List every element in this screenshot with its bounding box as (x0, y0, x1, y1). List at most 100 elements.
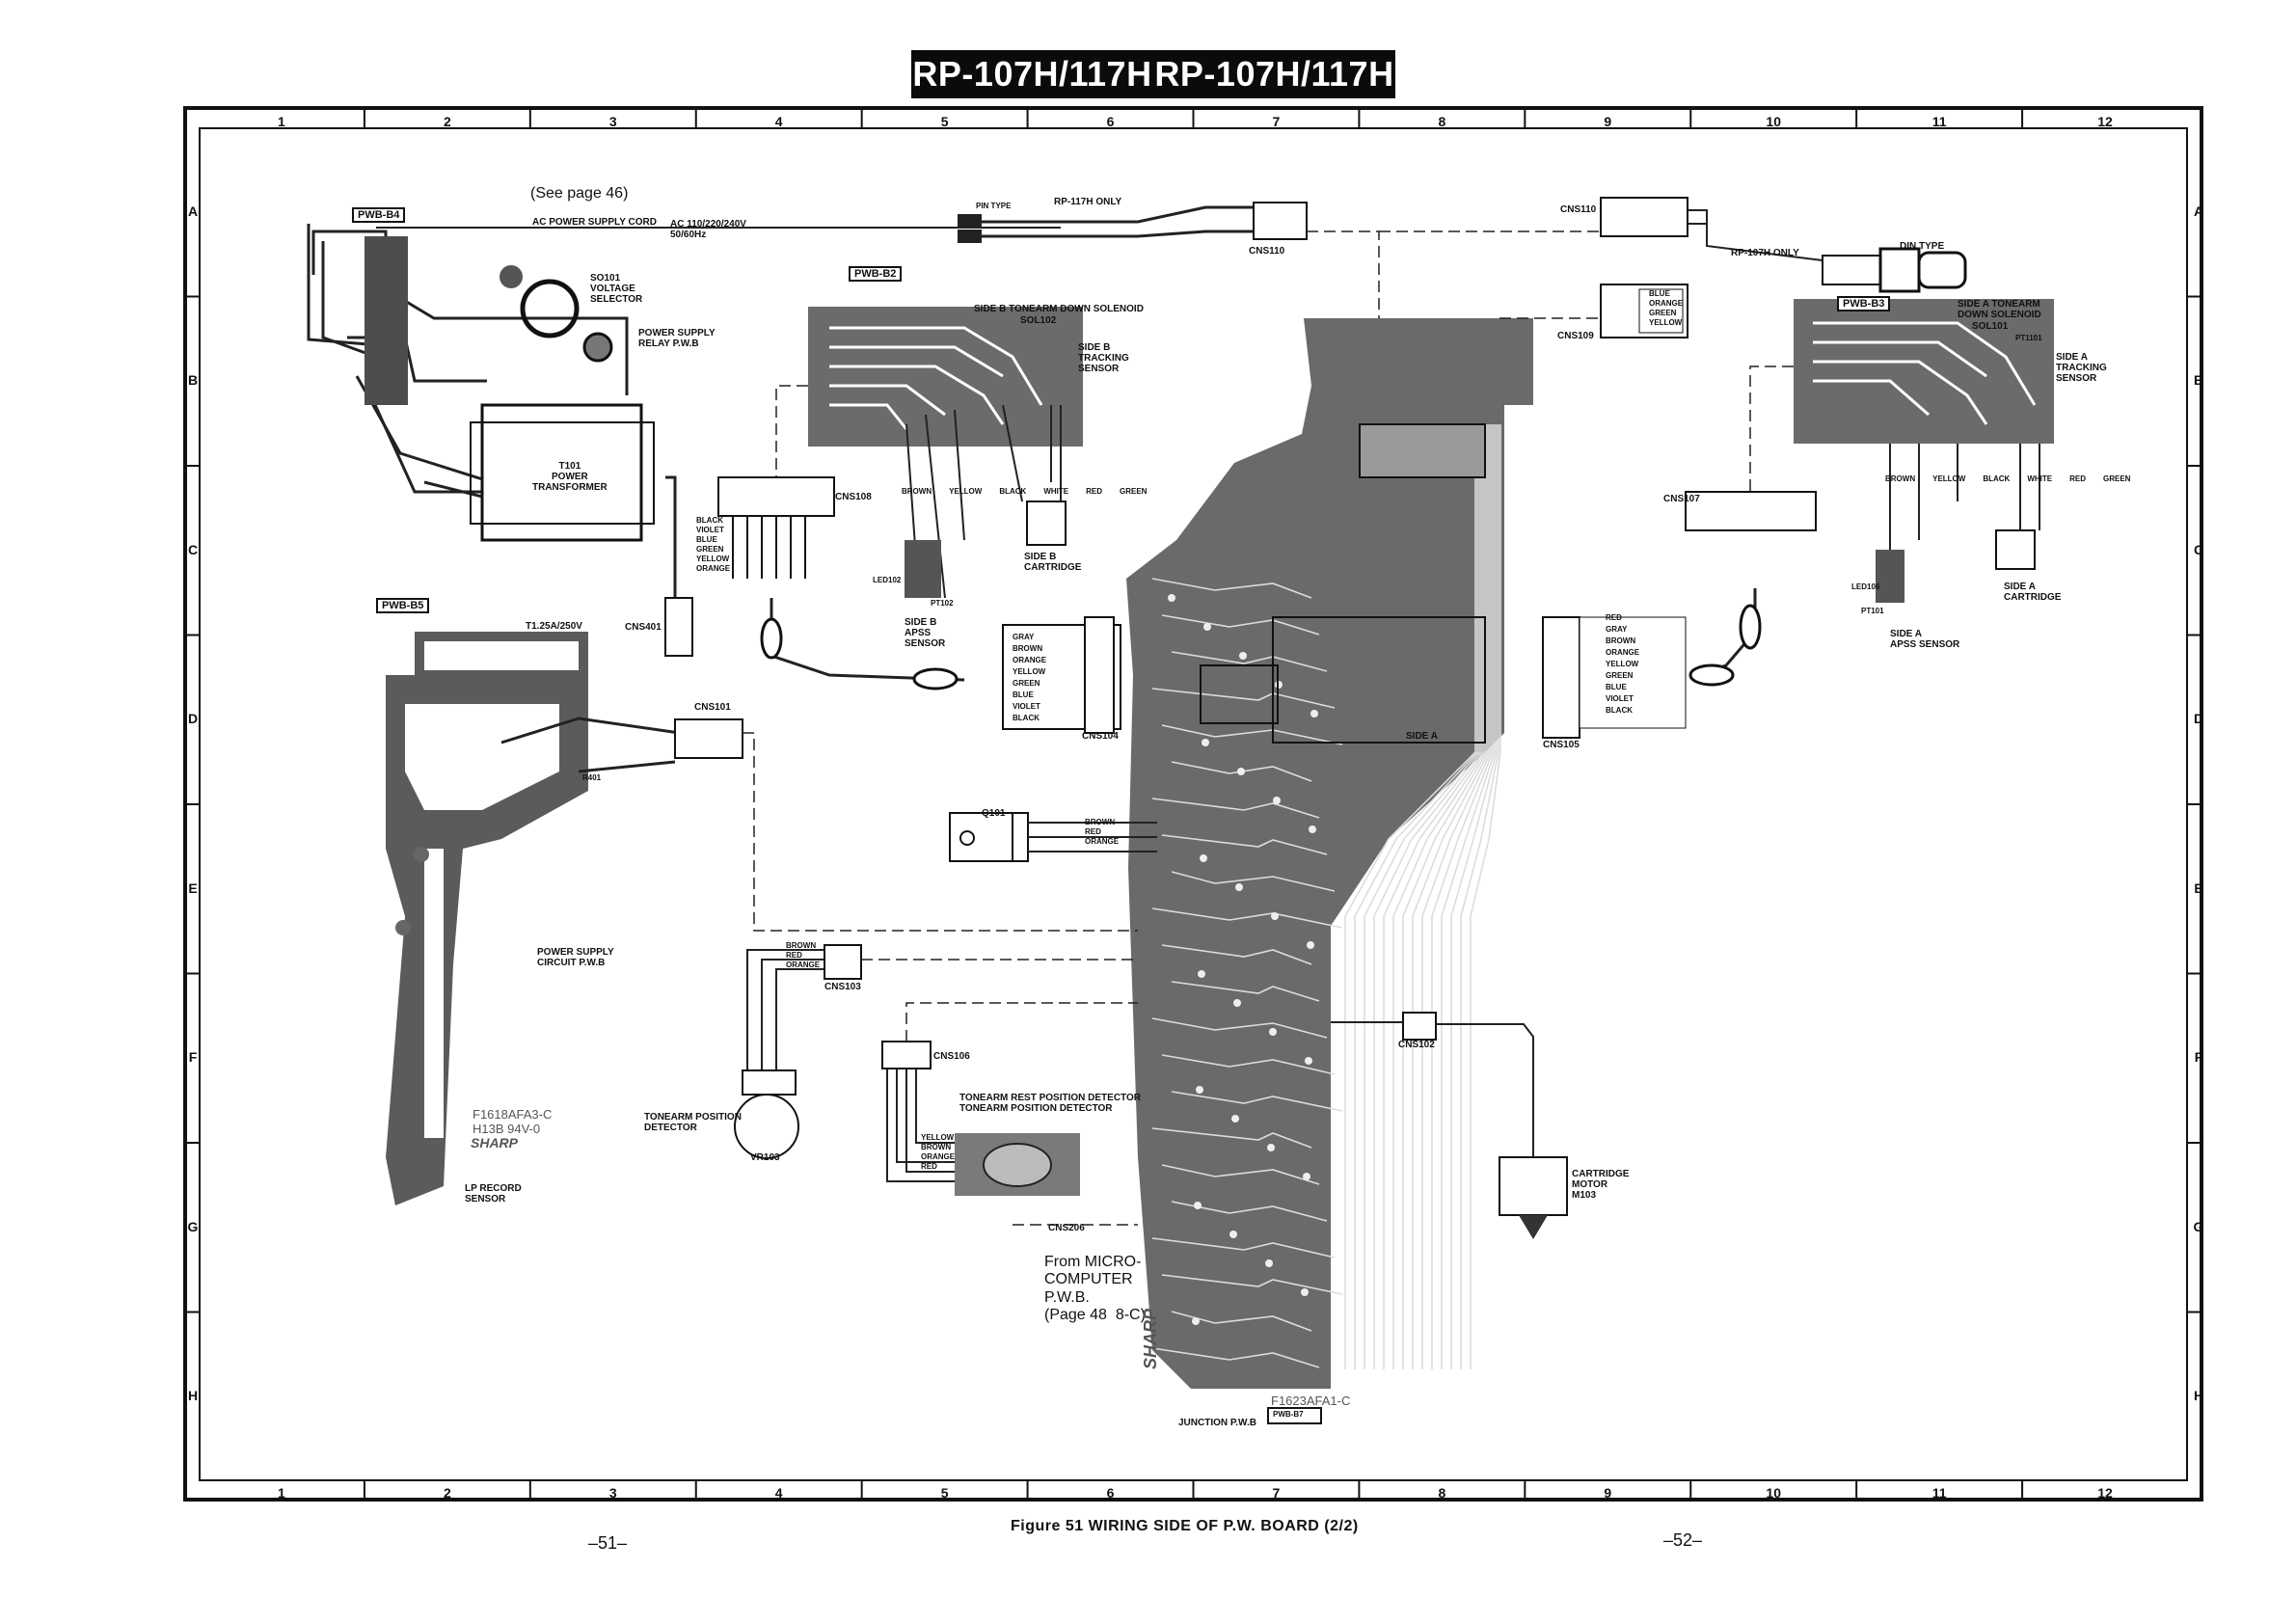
solder-pad (1233, 999, 1241, 1007)
junction-trace (1171, 1091, 1343, 1112)
cns108-label: CNS108 (835, 492, 872, 502)
cns401-label: CNS401 (625, 622, 662, 633)
pwb-b3-label: PWB-B3 (1837, 296, 1891, 311)
pt1101-label: PT1101 (2015, 334, 2042, 342)
wire-color-label: BROWN (1085, 818, 1116, 826)
junction-trace (1171, 651, 1328, 672)
grid-column-7-top: 7 (1272, 114, 1281, 129)
junction-trace (1151, 688, 1336, 709)
wire-color-label: BROWN (902, 487, 932, 496)
junction-trace (1171, 871, 1336, 892)
grid-column-4-bottom: 4 (774, 1485, 783, 1501)
junction-pcb-code: F1623AFA1-C (1271, 1394, 1351, 1408)
wire-color-label: VIOLET (1606, 694, 1634, 703)
junction-pwb-label: JUNCTION P.W.B (1178, 1418, 1256, 1428)
junction-trace (1161, 1274, 1343, 1295)
wire-color-label: VIOLET (696, 526, 724, 534)
grid-row-A-left: A (187, 203, 199, 219)
grid-column-12-bottom: 12 (2097, 1485, 2113, 1501)
q101-transistor (949, 812, 1013, 862)
grid-row-F-right: F (2194, 1049, 2203, 1066)
grid-column-3-bottom: 3 (608, 1485, 617, 1501)
grid-column-5-bottom: 5 (940, 1485, 949, 1501)
cns106-label: CNS106 (933, 1051, 970, 1062)
side-a-cartridge-label: SIDE A CARTRIDGE (2004, 582, 2062, 603)
grid-row-H-right: H (2193, 1388, 2204, 1404)
side-b-apss-label: SIDE B APSS SENSOR (905, 617, 946, 649)
psu-circuit-label: POWER SUPPLY CIRCUIT P.W.B (537, 947, 614, 968)
wire-color-label: ORANGE (1085, 837, 1120, 846)
side-a-cartridge (1995, 529, 2036, 570)
solder-pad (1202, 739, 1209, 746)
solder-pad (1235, 883, 1243, 891)
wire-color-label: BROWN (921, 1143, 952, 1151)
pwb-b7-label: PWB-B7 (1273, 1410, 1304, 1419)
solder-pad (1196, 1086, 1203, 1094)
solder-pad (1231, 1115, 1239, 1123)
junction-trace (1161, 1054, 1336, 1075)
figure-caption: Figure 51 WIRING SIDE OF P.W. BOARD (2/2… (1011, 1518, 1359, 1534)
wire-color-label: VIOLET (1013, 702, 1040, 711)
pwb-b5-label: PWB-B5 (376, 598, 430, 613)
solder-pad (1265, 1259, 1273, 1267)
grid-column-2-top: 2 (443, 114, 451, 129)
junction-trace (1161, 614, 1320, 636)
cns105-label: CNS105 (1543, 740, 1580, 750)
solder-pad (1168, 594, 1175, 602)
junction-trace (1421, 424, 1492, 1369)
wire-color-label: BLACK (999, 487, 1027, 496)
q101-label: Q101 (982, 808, 1006, 819)
solder-pad (1237, 768, 1245, 775)
solder-pad (1309, 826, 1316, 833)
wire-color-label: YELLOW (921, 1133, 955, 1142)
motor-label: CARTRIDGE MOTOR M103 (1572, 1169, 1630, 1201)
junction-trace (1151, 1127, 1312, 1149)
grid-column-9-bottom: 9 (1604, 1485, 1612, 1501)
wire-color-label: ORANGE (1013, 656, 1047, 664)
junction-trace (1161, 1164, 1320, 1185)
grid-column-1-top: 1 (278, 114, 285, 129)
relay-pwb-label: POWER SUPPLY RELAY P.W.B (638, 328, 716, 349)
solder-pad (1198, 970, 1205, 978)
solder-pad (1307, 941, 1314, 949)
fuse-label: T1.25A/250V (526, 621, 582, 632)
grid-row-G-right: G (2193, 1218, 2204, 1234)
grid-row-D-left: D (187, 711, 199, 727)
wire-color-label: BLUE (1606, 683, 1627, 691)
sol102-label: SOL102 (1020, 315, 1057, 326)
wire-color-label: RED (921, 1162, 937, 1171)
pwb-b4-label: PWB-B4 (352, 207, 406, 223)
junction-trace (1364, 424, 1480, 1369)
grid-column-10-bottom: 10 (1766, 1485, 1781, 1501)
junction-trace (1161, 944, 1312, 965)
solder-pad (1192, 1317, 1200, 1325)
wire-color-label: YELLOW (1649, 318, 1683, 327)
junction-trace (1161, 834, 1328, 855)
cns102-connector (1402, 1012, 1437, 1041)
wire-color-label: RED (2069, 474, 2086, 483)
junction-trace (1431, 424, 1494, 1369)
side-a-apss-label: SIDE A APSS SENSOR (1890, 629, 1960, 650)
wire-color-label: GREEN (1120, 487, 1148, 496)
from-micro-label: From MICRO- COMPUTER P.W.B. (Page 48 8-C… (1044, 1254, 1146, 1324)
junction-trace (1412, 424, 1490, 1369)
cns110-right-connector (1600, 197, 1688, 237)
din-type-label: DIN TYPE (1900, 241, 1945, 252)
wire-color-label: ORANGE (1649, 299, 1684, 308)
led102-label: LED102 (873, 576, 902, 584)
voltage-selector-label: SO101 VOLTAGE SELECTOR (590, 273, 643, 305)
grid-row-B-left: B (187, 372, 199, 389)
solder-pad (1203, 623, 1211, 631)
junction-trace (1373, 424, 1482, 1369)
rp117h-only-label: RP-117H ONLY (1054, 197, 1122, 207)
grid-row-F-left: F (188, 1049, 198, 1066)
grid-column-12-top: 12 (2097, 114, 2113, 129)
psu-sharp-logo: SHARP (471, 1135, 519, 1150)
grid-row-C-left: C (187, 541, 199, 557)
junction-trace (1354, 424, 1478, 1369)
junction-trace (1441, 424, 1496, 1369)
